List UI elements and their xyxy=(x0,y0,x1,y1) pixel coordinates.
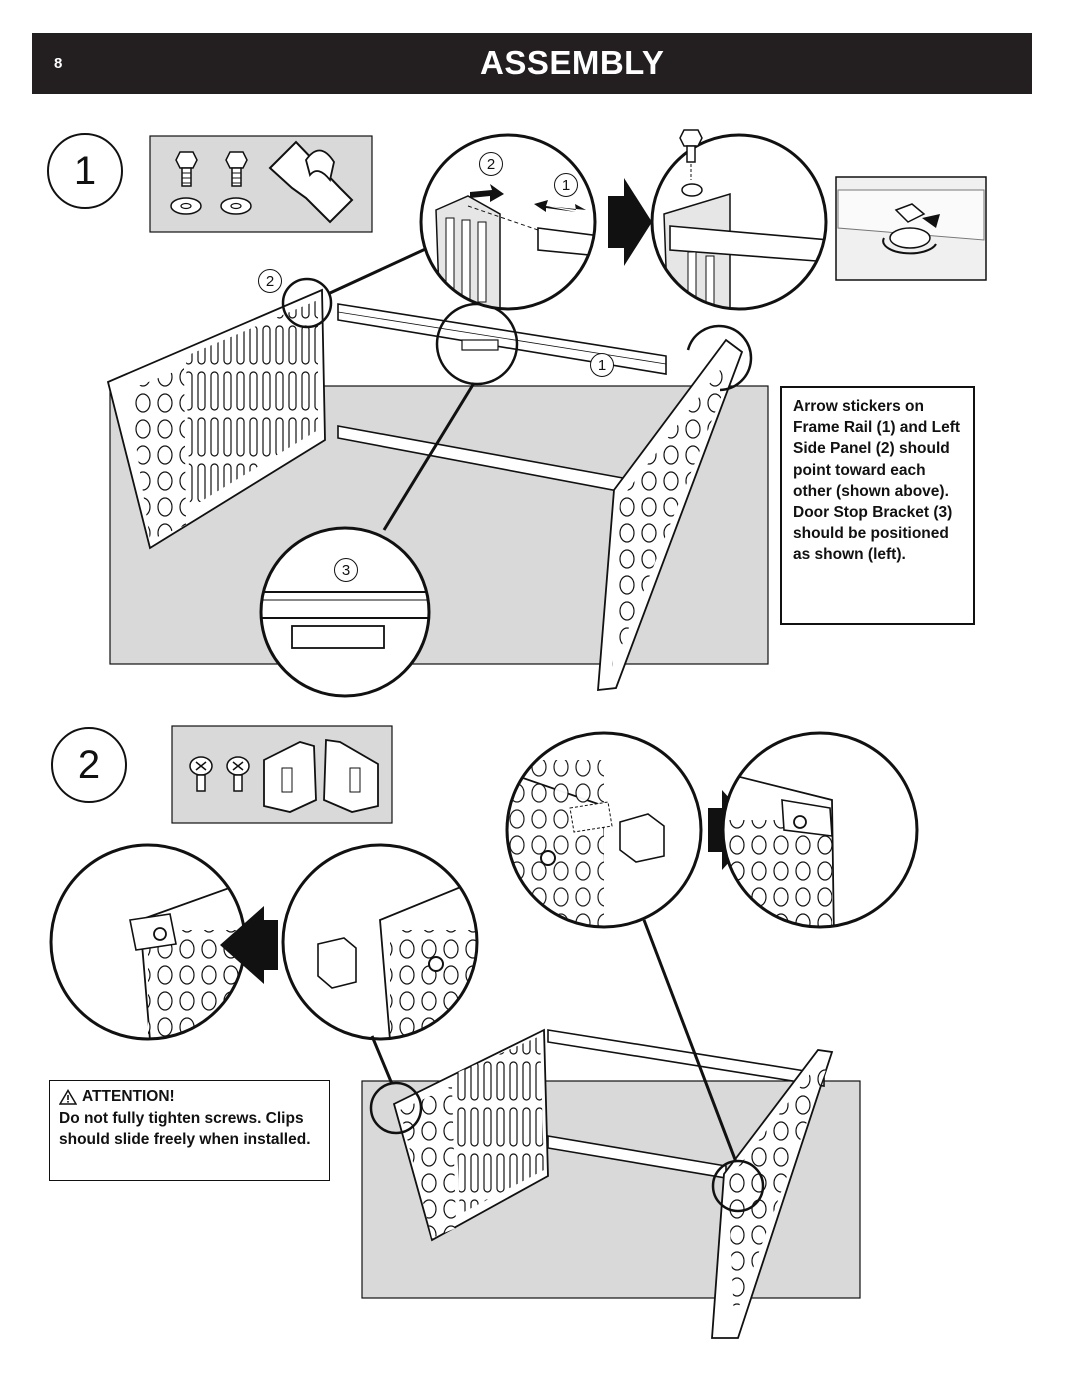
callout-door-stop-bracket: 3 xyxy=(334,558,358,582)
page-header: 8 ASSEMBLY xyxy=(32,33,1032,94)
callout-left-side-panel: 2 xyxy=(258,269,282,293)
door-stop-bracket-icon xyxy=(268,140,354,224)
page-number: 8 xyxy=(54,55,63,72)
attention-box: ATTENTION! Do not fully tighten screws. … xyxy=(49,1080,330,1181)
left-side-panel xyxy=(106,288,326,550)
right-side-panel xyxy=(597,338,744,692)
arrow-right-icon xyxy=(608,178,652,266)
detail-clip-install-b xyxy=(721,731,919,929)
washer-icon xyxy=(170,197,202,215)
detail-tightening-box xyxy=(835,176,987,281)
page-title: ASSEMBLY xyxy=(480,44,665,81)
note-text: Arrow stickers on Frame Rail (1) and Lef… xyxy=(793,398,961,564)
callout-frame-rail-detail: 1 xyxy=(554,173,578,197)
frame-rail xyxy=(337,303,667,375)
detail-rail-arrows xyxy=(419,133,597,311)
step1-hardware-box xyxy=(149,135,373,233)
detail-clip-install-c xyxy=(49,843,247,1041)
frame-rail xyxy=(547,1029,825,1087)
clip-icon xyxy=(323,738,379,813)
warning-triangle-icon xyxy=(59,1088,77,1105)
detail-bolt-rail xyxy=(650,133,828,311)
bolt-icon xyxy=(225,151,248,187)
detail-clip-install-d xyxy=(281,843,479,1041)
attention-text: Do not fully tighten screws. Clips shoul… xyxy=(59,1109,311,1149)
step2-hardware-box xyxy=(171,725,393,824)
callout-frame-rail: 1 xyxy=(590,353,614,377)
bolt-icon xyxy=(679,129,703,197)
right-side-panel xyxy=(711,1049,834,1339)
clip-icon xyxy=(263,741,317,813)
callout-left-side-panel-detail: 2 xyxy=(479,152,503,176)
step-number-badge: 1 xyxy=(47,133,123,209)
screw-icon xyxy=(189,756,213,792)
washer-icon xyxy=(220,197,252,215)
attention-label: ATTENTION! xyxy=(82,1088,175,1105)
detail-clip-install-a xyxy=(505,731,703,929)
step1-instruction-note: Arrow stickers on Frame Rail (1) and Lef… xyxy=(780,386,975,625)
bolt-icon xyxy=(175,151,198,187)
screw-icon xyxy=(226,756,250,792)
detail-door-stop xyxy=(259,526,431,698)
step-number-badge: 2 xyxy=(51,727,127,803)
arrow-left-icon xyxy=(220,906,278,984)
